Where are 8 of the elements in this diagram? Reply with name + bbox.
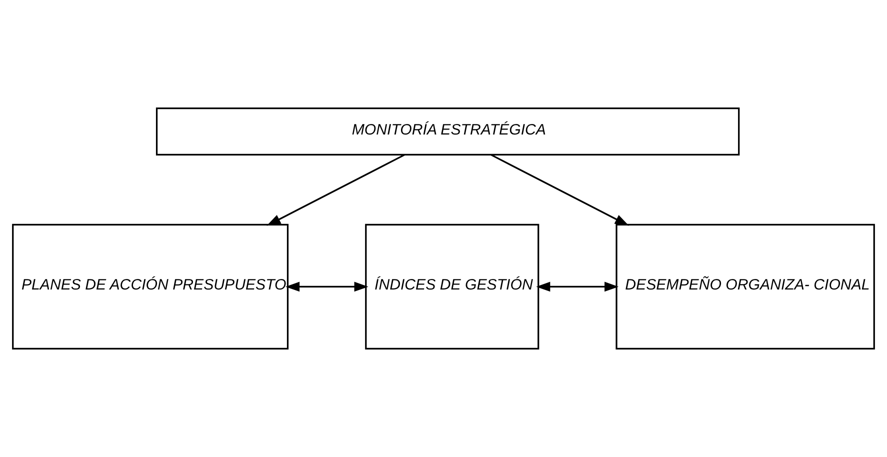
node-box: PLANES DE ACCIÓN PRESUPUESTO <box>12 224 289 350</box>
arrow <box>536 282 619 292</box>
node-box: MONITORÍA ESTRATÉGICA <box>156 108 740 156</box>
arrow <box>286 282 368 292</box>
arrow <box>266 154 405 226</box>
node-box: DESEMPEÑO ORGANIZA- CIONAL <box>616 224 875 350</box>
node-box: ÍNDICES DE GESTIÓN <box>365 224 540 350</box>
arrow <box>490 154 629 226</box>
